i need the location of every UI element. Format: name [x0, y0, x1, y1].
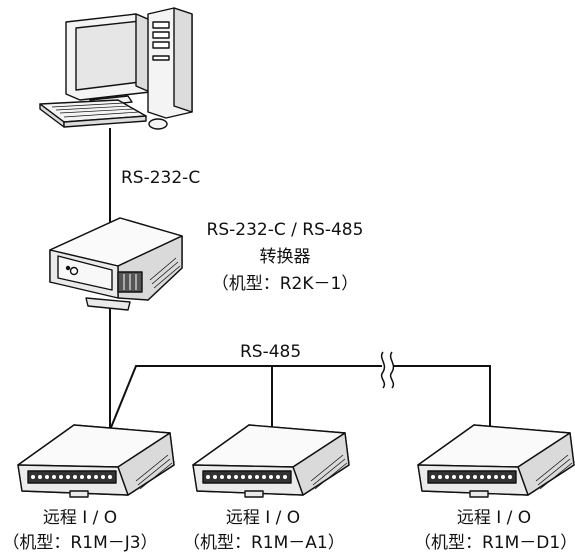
computer-icon: [39, 7, 193, 130]
wiring: [109, 128, 491, 448]
module-2-model: （机型：R1M－A1）: [183, 533, 345, 553]
line-break-icon: [380, 351, 395, 389]
rs485-bus-left: [109, 365, 382, 431]
converter-label-line1: RS-232-C / RS-485: [206, 220, 364, 240]
module-1-model: （机型：R1M－J3）: [2, 533, 158, 553]
remote-io-module-icon-2: [192, 424, 350, 498]
remote-io-module-icon-1: [17, 424, 175, 498]
converter-model-label: （机型：R2K－1）: [211, 274, 359, 294]
rs232c-link-label: RS-232-C: [121, 168, 201, 188]
module-3-model: （机型：R1M－D1）: [414, 533, 575, 553]
module-1-name: 远程 I / O: [42, 508, 118, 528]
converter-label-line2: 转换器: [259, 247, 311, 267]
module-2-name: 远程 I / O: [225, 508, 301, 528]
rs485-bus-label: RS-485: [240, 342, 302, 362]
module-3-name: 远程 I / O: [456, 508, 532, 528]
rs485-bus-right: [394, 365, 491, 448]
converter-device-icon: [49, 217, 183, 311]
remote-io-module-icon-3: [417, 424, 575, 498]
